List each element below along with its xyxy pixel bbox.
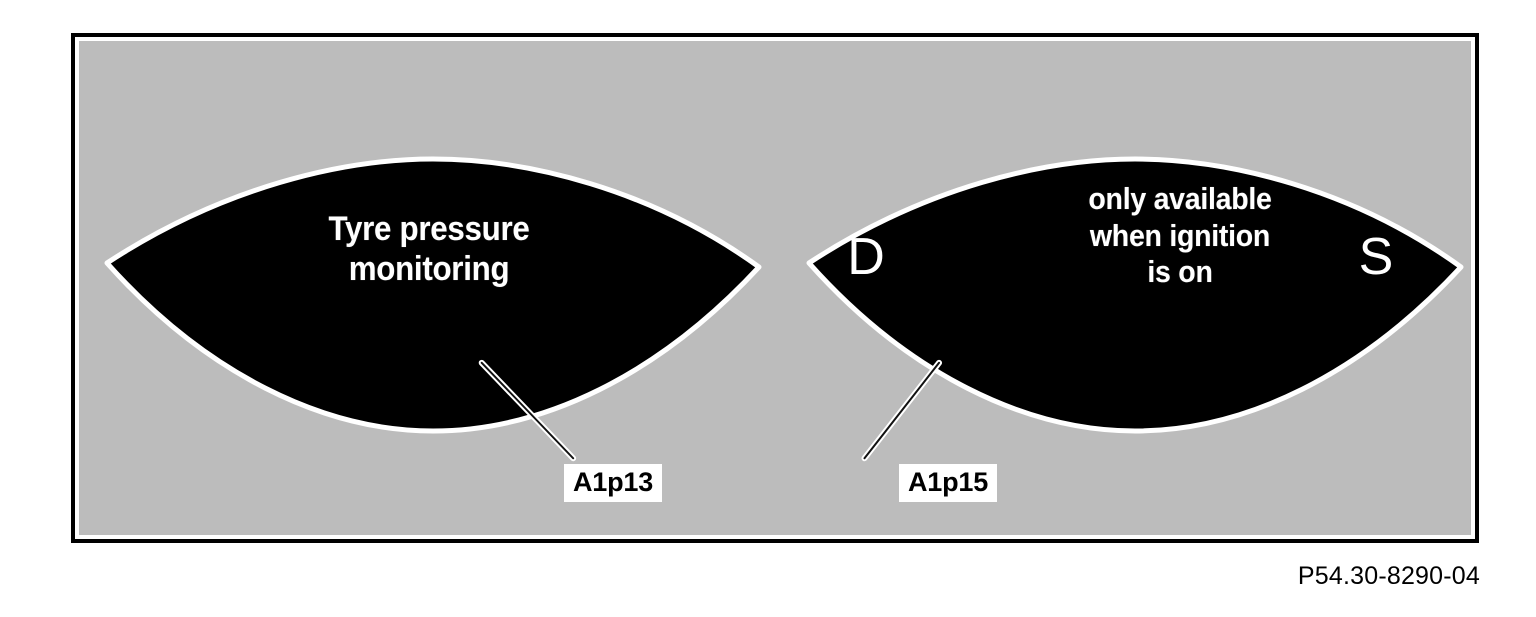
display-shape-left: Tyre pressure monitoring (103, 156, 763, 434)
lens-shape-path (104, 156, 762, 434)
callout-label-a1p13: A1p13 (564, 464, 663, 502)
display-right-letter: S (1358, 228, 1394, 286)
figure-caption: P54.30-8290-04 (1297, 562, 1480, 590)
figure-frame: Tyre pressure monitoring D only availabl… (71, 33, 1479, 543)
display-message-left: Tyre pressure monitoring (328, 210, 530, 289)
display-shape-right: D only available when ignition is on S (805, 156, 1465, 434)
callout-label-a1p15: A1p15 (899, 464, 998, 502)
display-message-right: only available when ignition is on (1088, 181, 1272, 290)
figure-canvas: Tyre pressure monitoring D only availabl… (79, 41, 1471, 535)
display-left-letter: D (847, 228, 885, 286)
lens-shape-path (806, 156, 1464, 434)
